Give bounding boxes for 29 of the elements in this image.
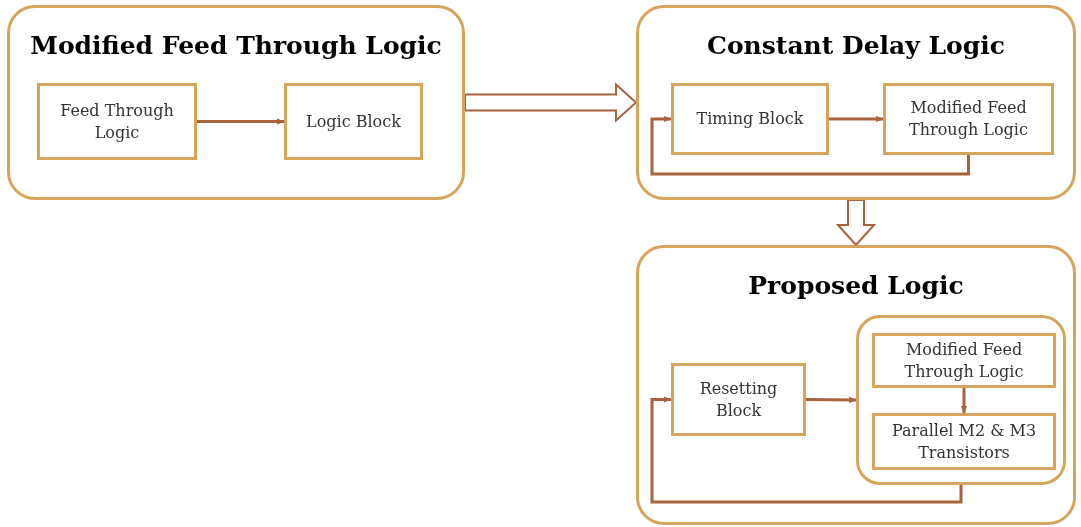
arrow	[197, 118, 285, 125]
hollow-arrow	[835, 199, 877, 247]
group-panel	[7, 5, 465, 200]
box-label: Parallel M2 & M3 Transistors	[890, 419, 1038, 464]
group-title: Proposed Logic	[747, 270, 965, 302]
arrow	[960, 388, 968, 414]
box-label: Resetting Block	[698, 377, 779, 422]
process-box	[883, 83, 1054, 155]
process-box	[37, 83, 197, 160]
process-box	[872, 333, 1056, 388]
box-label: Timing Block	[695, 108, 805, 130]
process-box	[671, 83, 829, 155]
box-label: Feed Through Logic	[59, 99, 175, 144]
arrow	[650, 115, 970, 176]
arrow	[650, 396, 963, 504]
group-panel	[636, 5, 1076, 200]
arrow	[806, 396, 857, 404]
group-box	[856, 315, 1066, 485]
process-box	[671, 363, 806, 436]
hollow-arrow	[464, 82, 638, 123]
group-title: Modified Feed Through Logic	[29, 30, 443, 62]
process-box	[284, 83, 423, 160]
process-box	[872, 413, 1056, 470]
box-label: Logic Block	[305, 110, 402, 133]
group-title: Constant Delay Logic	[706, 30, 1006, 62]
box-label: Modified Feed Through Logic	[908, 97, 1029, 141]
arrow	[829, 115, 884, 123]
box-label: Modified Feed Through Logic	[903, 338, 1025, 383]
group-panel	[636, 245, 1076, 525]
